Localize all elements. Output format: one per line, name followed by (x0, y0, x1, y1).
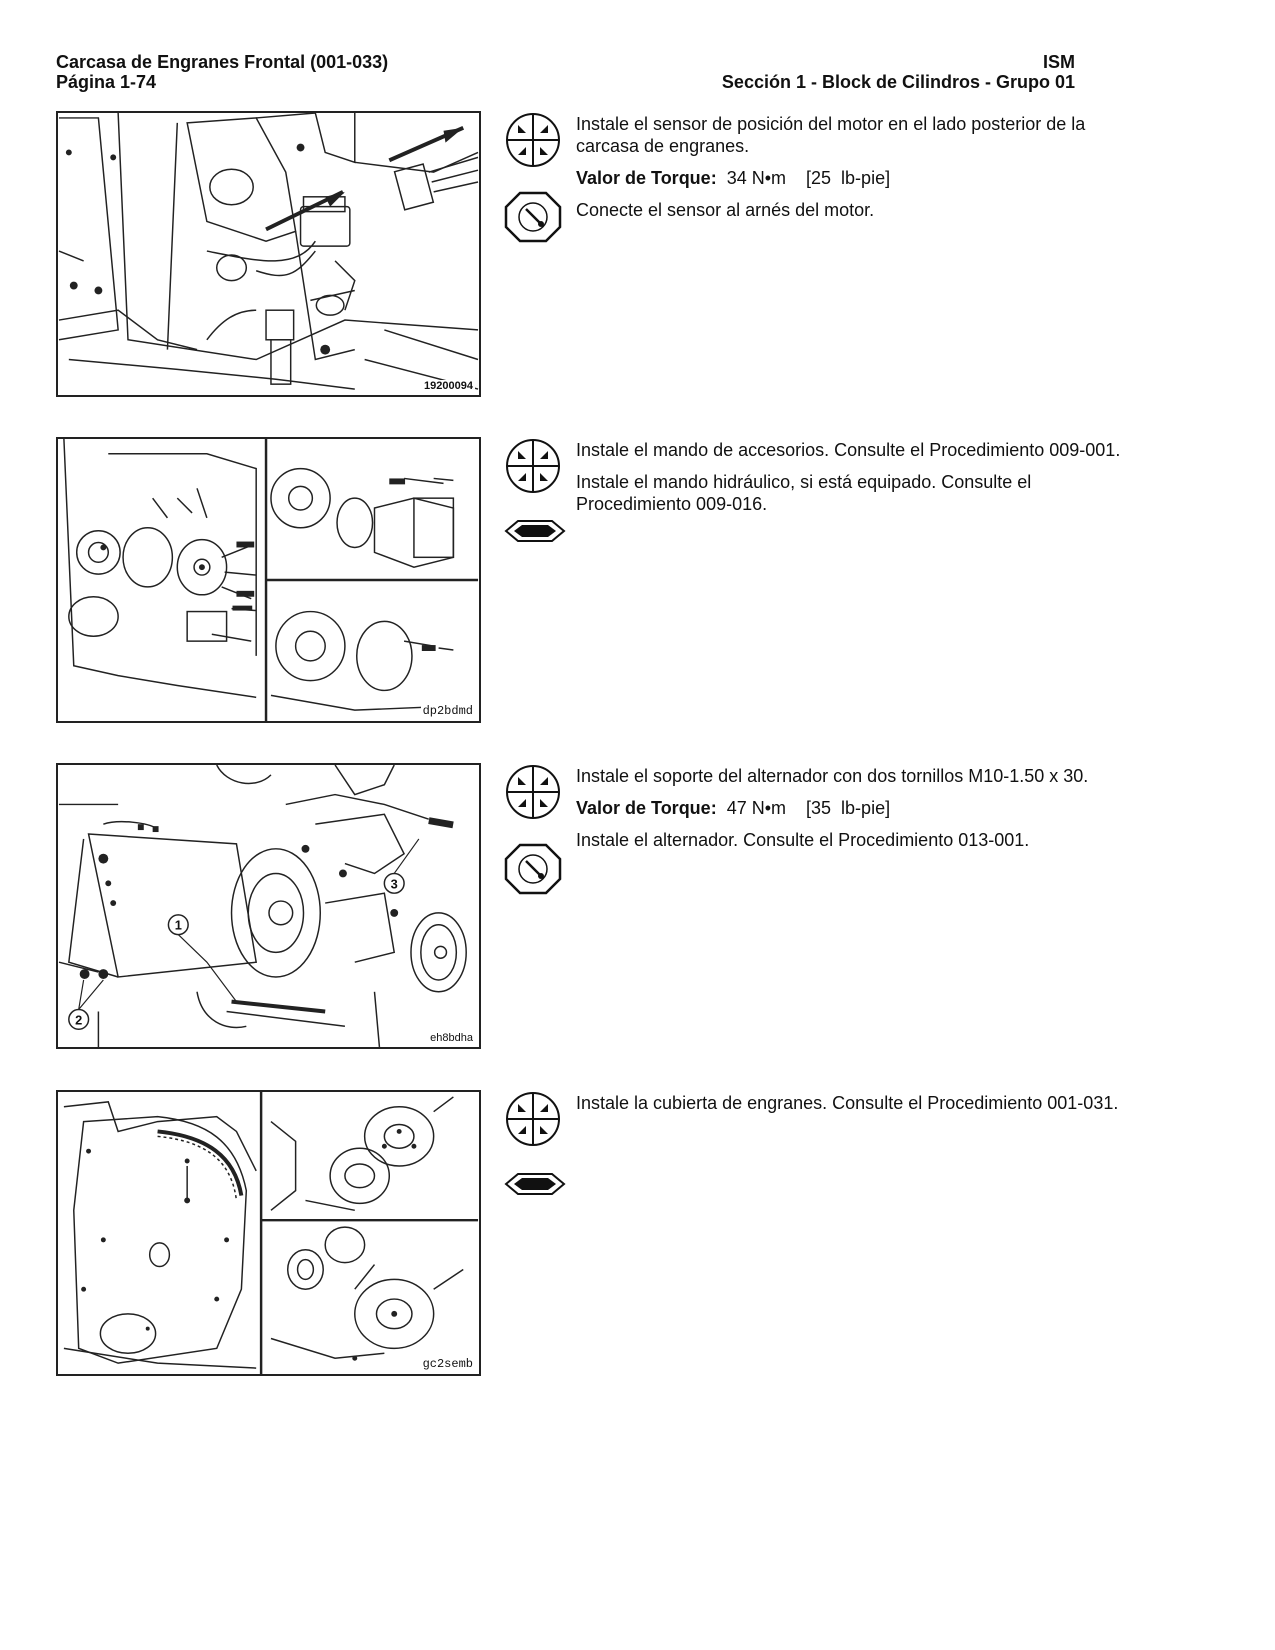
figure-position-sensor: 19200094 (56, 111, 481, 397)
callout-3 (383, 872, 405, 894)
header-right: ISM Sección 1 - Block de Cilindros - Gru… (722, 52, 1075, 92)
instruction-text: Instale el sensor de posición del motor … (576, 114, 1086, 156)
torque-wrench-icon-graphic (504, 191, 562, 243)
torque-spec: Valor de Torque: 34 N•m [25 lb-pie] (576, 167, 1136, 189)
figure-id: eh8bdha (428, 1032, 475, 1044)
torque-wrench-icon (504, 191, 562, 248)
instruction-text: Instale el soporte del alternador con do… (576, 766, 1089, 786)
document-title: Carcasa de Engranes Frontal (001-033) (56, 52, 389, 72)
install-icon (504, 1090, 562, 1153)
gasket-icon (504, 515, 566, 550)
page-number: Página 1-74 (56, 72, 157, 92)
figure-alternator: 1 2 3 eh8bdha (56, 763, 481, 1049)
callout-label-2: 2 (75, 1012, 82, 1027)
torque-value: 34 N•m [25 lb-pie] (726, 168, 891, 188)
header-left: Carcasa de Engranes Frontal (001-033) Pá… (56, 52, 388, 92)
instruction-text: Conecte el sensor al arnés del motor. (576, 200, 875, 220)
gasket-icon (504, 1168, 566, 1203)
accessory-drive-illustration (63, 439, 479, 721)
step-2-text: Instale el mando de accesorios. Consulte… (576, 439, 1136, 525)
step-4-text: Instale la cubierta de engranes. Consult… (576, 1092, 1136, 1124)
position-sensor-illustration (58, 113, 479, 390)
gasket-icon-graphic (504, 1173, 566, 1195)
install-icon-graphic (506, 113, 560, 167)
install-icon (504, 111, 562, 174)
torque-wrench-icon-graphic (504, 843, 562, 895)
alternator-illustration: 1 2 3 (58, 765, 467, 1047)
install-icon (504, 763, 562, 826)
section-name: Sección 1 - Block de Cilindros - Grupo 0… (721, 72, 1075, 92)
instruction-text: Instale la cubierta de engranes. Consult… (576, 1093, 1119, 1113)
figure-id: gc2semb (420, 1357, 475, 1371)
callout-label-3: 3 (391, 876, 398, 891)
figure-accessory-drive: dp2bdmd (56, 437, 481, 723)
callout-2 (68, 1008, 90, 1030)
install-icon-graphic (506, 1092, 560, 1146)
product-name: ISM (1042, 52, 1075, 72)
install-icon (504, 437, 562, 500)
figure-id: dp2bdmd (420, 704, 475, 718)
torque-wrench-icon (504, 843, 562, 900)
torque-label: Valor de Torque: (576, 798, 717, 818)
instruction-text: Instale el alternador. Consulte el Proce… (576, 830, 1030, 850)
instruction-text: Instale el mando hidráulico, si está equ… (576, 472, 1032, 514)
step-1-text: Instale el sensor de posición del motor … (576, 113, 1136, 231)
install-icon-graphic (506, 439, 560, 493)
instruction-text: Instale el mando de accesorios. Consulte… (576, 440, 1121, 460)
torque-value: 47 N•m [35 lb-pie] (726, 798, 891, 818)
gasket-icon-graphic (504, 520, 566, 542)
gear-cover-illustration (63, 1092, 479, 1374)
step-3-text: Instale el soporte del alternador con do… (576, 765, 1136, 861)
torque-label: Valor de Torque: (576, 168, 717, 188)
torque-spec: Valor de Torque: 47 N•m [35 lb-pie] (576, 797, 1136, 819)
install-icon-graphic (506, 765, 560, 819)
callout-label-1: 1 (175, 918, 182, 933)
figure-gear-cover: gc2semb (56, 1090, 481, 1376)
figure-id: 19200094 (422, 380, 475, 392)
